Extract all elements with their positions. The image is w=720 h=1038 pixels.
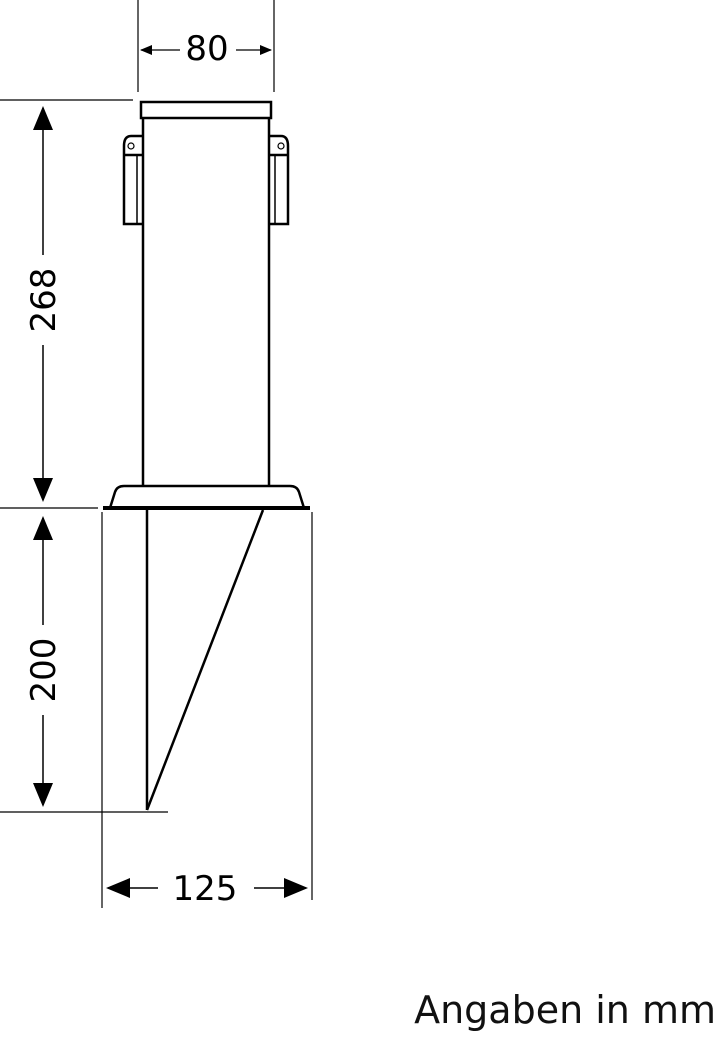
socket-column (103, 100, 310, 811)
column-base (108, 484, 306, 509)
dimension-lines (0, 0, 313, 908)
ground-spike (145, 508, 265, 811)
unit-note: Angaben in mm (414, 988, 716, 1032)
dimension-spike-height: 200 (24, 638, 64, 703)
column-cap (139, 100, 273, 120)
left-socket-flap (122, 134, 143, 226)
dimension-base-width: 125 (173, 869, 238, 909)
dimension-column-height: 268 (24, 268, 64, 333)
dimension-top-width: 80 (185, 29, 228, 69)
right-socket-flap (269, 134, 290, 226)
